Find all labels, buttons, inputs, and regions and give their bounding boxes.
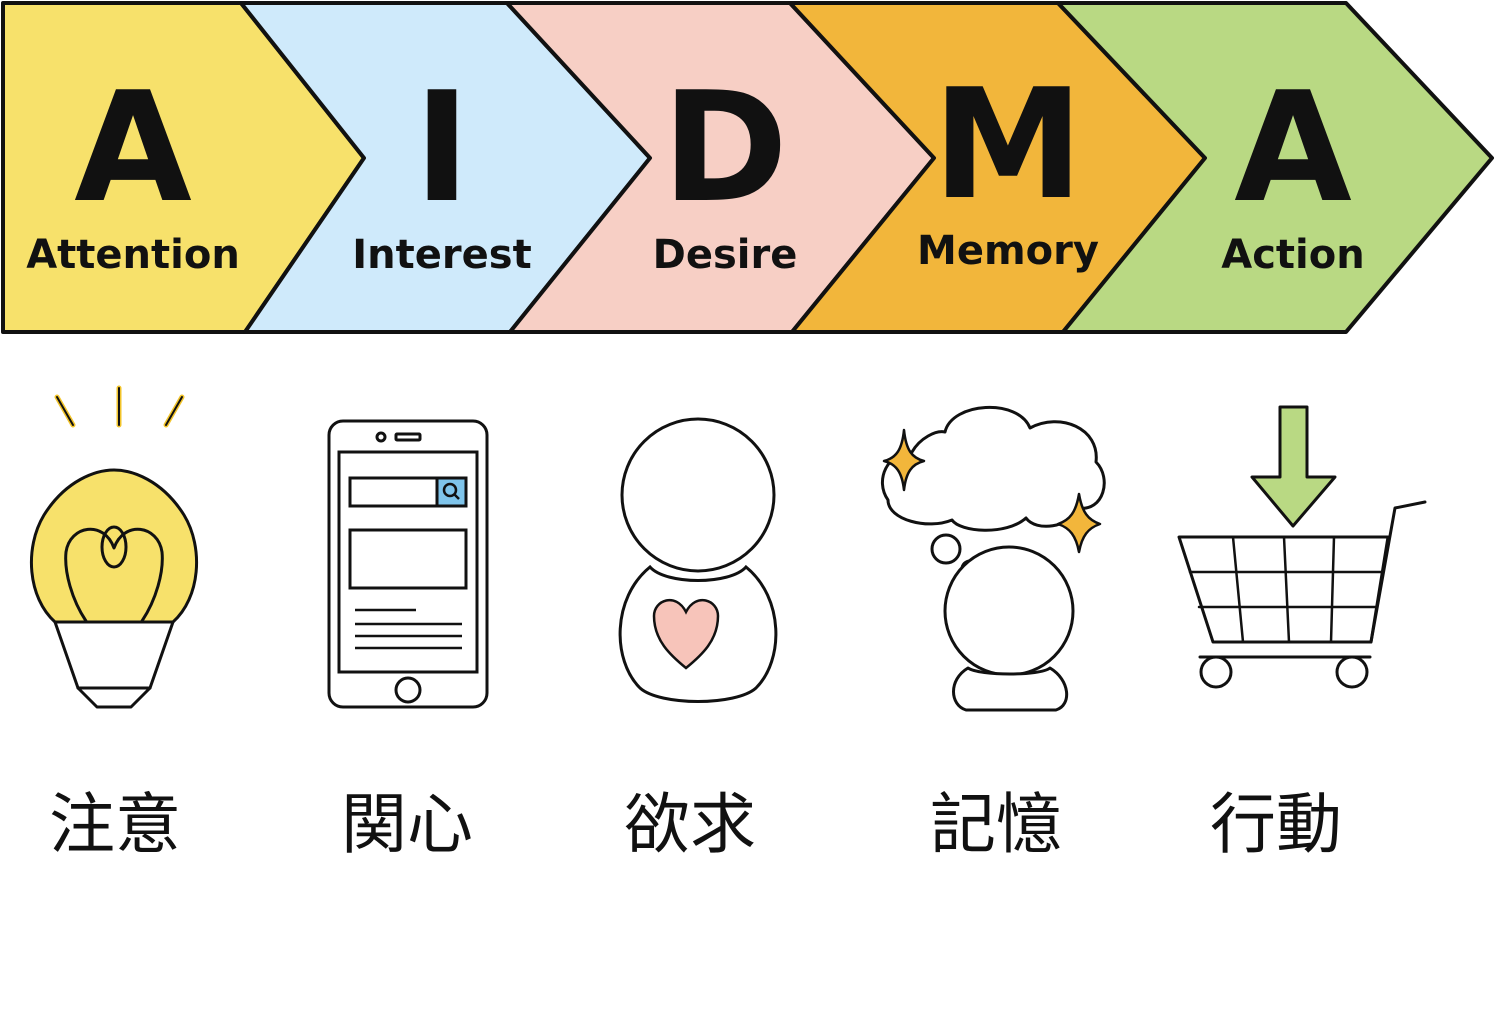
phone-speaker <box>394 432 422 442</box>
word-desire: Desire <box>653 232 798 278</box>
kanji-memory: 記憶 <box>930 786 1062 863</box>
bulb-base <box>53 620 175 709</box>
sparkle-icon <box>882 428 926 492</box>
kanji-action: 行動 <box>1210 786 1342 863</box>
phone-camera <box>375 431 387 443</box>
person-head <box>620 417 776 573</box>
kanji-desire: 欲求 <box>624 786 756 863</box>
chevron-action <box>1056 1 1494 334</box>
letter-action: A <box>1234 59 1352 236</box>
kanji-interest: 関心 <box>341 786 473 863</box>
down-arrow-icon <box>1250 405 1337 528</box>
content-box <box>348 528 468 590</box>
word-action: Action <box>1221 232 1364 278</box>
heart-icon <box>652 599 720 670</box>
lightbulb-icon <box>29 385 199 709</box>
memory-person-head <box>943 545 1075 677</box>
letter-memory: M <box>932 56 1083 233</box>
cloud <box>881 406 1106 532</box>
thought-bubble-icon <box>881 406 1106 712</box>
letter-attention: A <box>74 59 192 236</box>
search-button <box>435 476 468 508</box>
text-lines <box>355 608 462 650</box>
word-attention: Attention <box>26 232 240 278</box>
word-memory: Memory <box>917 228 1099 274</box>
memory-person-body <box>952 666 1069 712</box>
cart-grid <box>1188 535 1385 644</box>
thought-dot-large <box>930 533 962 565</box>
smartphone-search-icon <box>327 419 489 709</box>
sparkle-icon <box>1056 492 1102 554</box>
cart-wheel <box>1199 655 1233 689</box>
person-heart-icon <box>618 417 778 703</box>
light-rays <box>54 385 185 428</box>
kanji-attention: 注意 <box>49 786 181 863</box>
letter-interest: I <box>414 59 471 236</box>
cart-wheel <box>1335 655 1369 689</box>
cart-handle <box>1369 500 1427 644</box>
bulb-filament <box>64 527 164 623</box>
search-icon <box>442 482 458 498</box>
word-interest: Interest <box>352 232 531 278</box>
shopping-cart-icon <box>1177 405 1427 689</box>
letter-desire: D <box>662 59 788 236</box>
chevron-band: A I D M A Attention Interest Desire Memo… <box>1 1 1494 334</box>
phone-home-button <box>394 676 422 704</box>
